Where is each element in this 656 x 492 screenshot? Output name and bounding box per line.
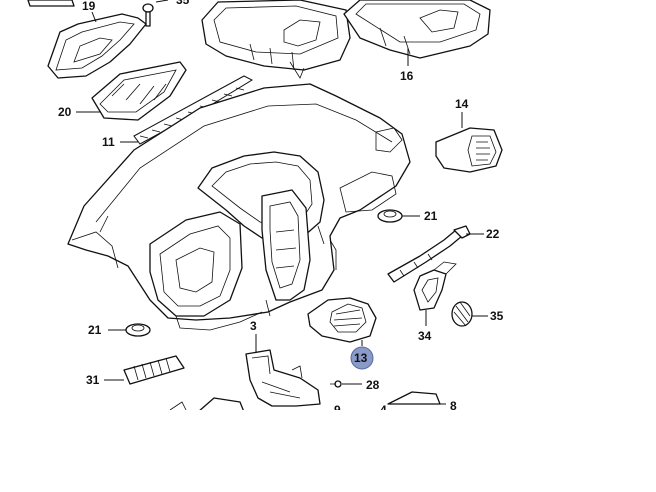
leader-19: [91, 11, 97, 23]
callout-21-left: 21: [88, 323, 102, 337]
callout-19: 19: [82, 0, 96, 13]
part-dashboard-main: [67, 83, 411, 331]
callout-21-right: 21: [424, 209, 438, 223]
callout-20: 20: [58, 105, 72, 119]
part-21-clip-right: [377, 209, 403, 223]
part-22-duct-hose: [387, 225, 471, 283]
part-16-cluster-housing: [343, 0, 491, 59]
part-28-screw: [330, 380, 342, 388]
callout-13-highlight[interactable]: [350, 346, 374, 370]
callout-35-top: 35: [176, 0, 190, 7]
part-bottom-partial-left: [169, 397, 245, 413]
callout-31: 31: [86, 373, 100, 387]
callout-11: 11: [102, 135, 115, 149]
part-35-disc: [451, 301, 473, 327]
part-20-vent-housing: [91, 61, 187, 121]
part-8-bottom: [387, 391, 441, 405]
part-31-grille: [123, 355, 185, 385]
callout-28: 28: [366, 378, 380, 392]
leader-35-top: [155, 0, 169, 3]
part-3-lower-duct: [245, 349, 321, 407]
callout-35-right: 35: [490, 309, 504, 323]
callout-34: 34: [418, 329, 432, 343]
callout-8: 8: [450, 399, 457, 413]
callout-14: 14: [455, 97, 469, 111]
part-instrument-housing: [201, 0, 351, 79]
callout-3: 3: [250, 319, 257, 333]
part-14-side-vent: [435, 127, 503, 173]
part-19-tray: [27, 0, 147, 79]
part-screw-top: [142, 3, 154, 27]
blank-lower-area: [0, 410, 656, 492]
callout-16: 16: [400, 69, 414, 83]
callout-22: 22: [486, 227, 500, 241]
part-21-clip-left: [125, 323, 151, 337]
callout-13: 13: [354, 351, 368, 365]
part-13-centre-vent: [307, 297, 377, 343]
part-34-duct-elbow: [413, 261, 457, 311]
